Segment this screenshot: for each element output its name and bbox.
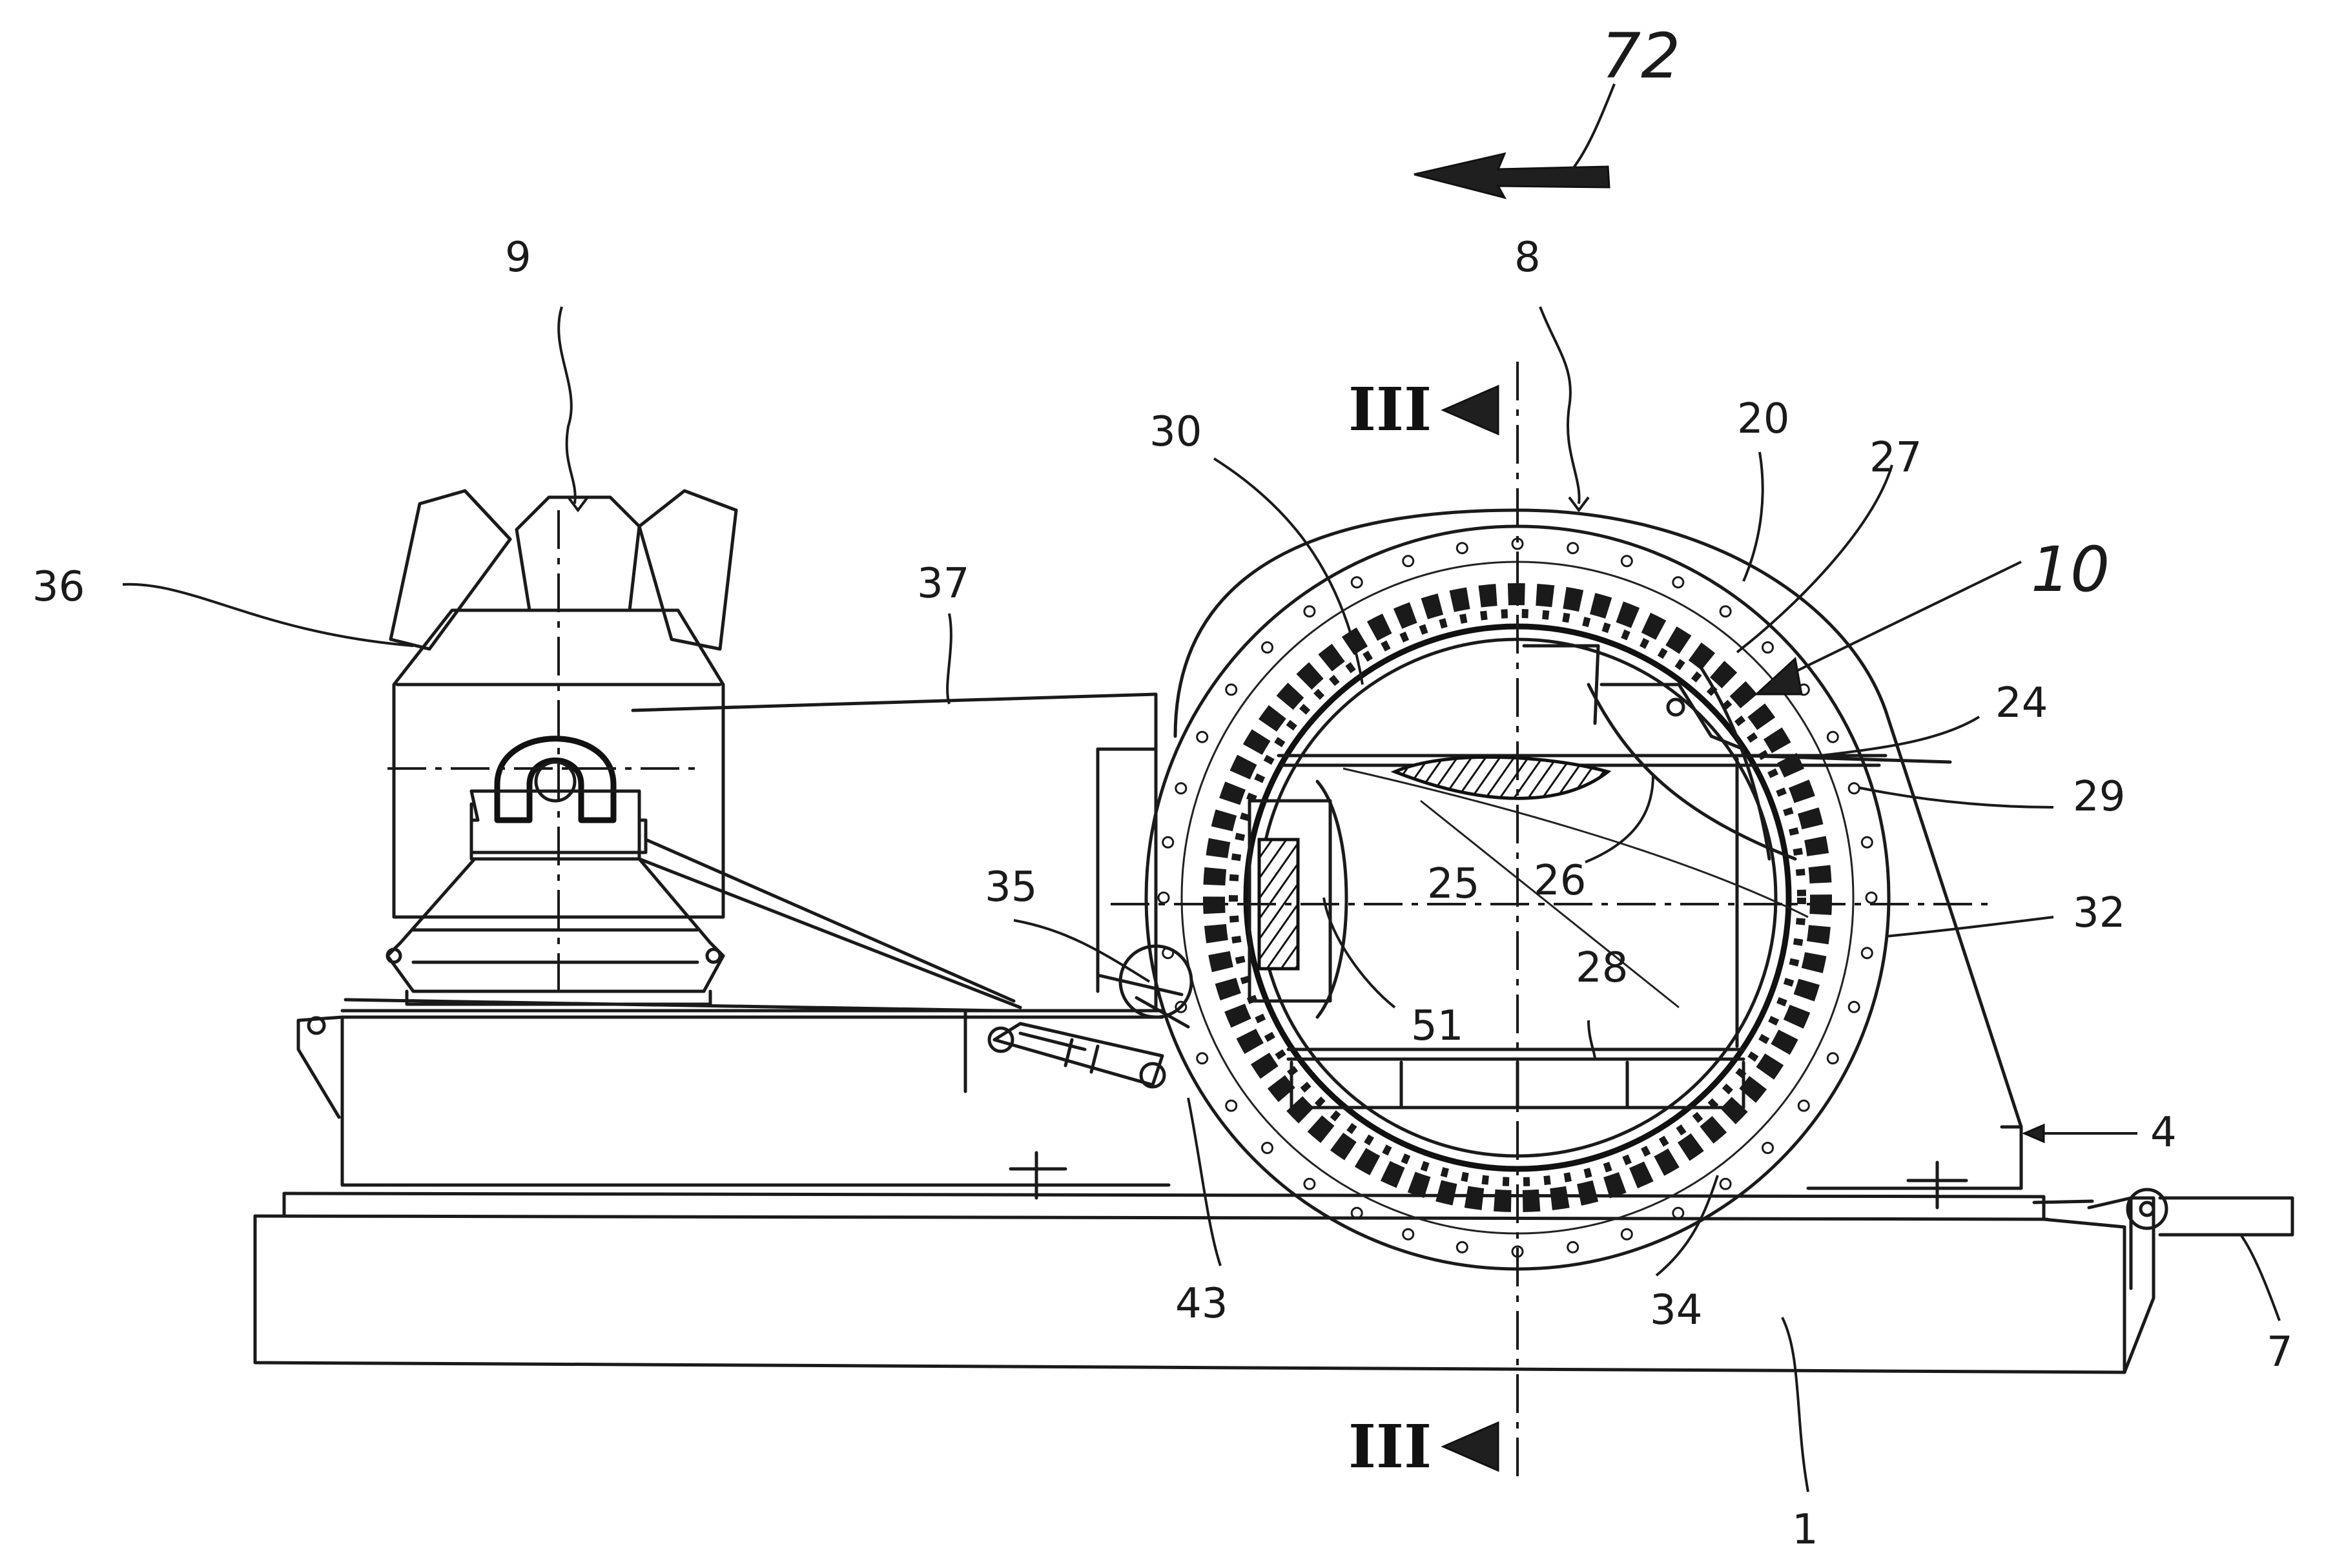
- bolt-hole: [1673, 1208, 1683, 1218]
- label-35: 35: [985, 863, 1037, 911]
- bolt-hole: [1720, 606, 1731, 617]
- bolt-hole: [1176, 783, 1186, 794]
- bolt-hole: [1163, 837, 1173, 847]
- bolt-hole: [1457, 1242, 1467, 1252]
- bolt-hole: [1866, 892, 1877, 903]
- label-7: 7: [2267, 1328, 2293, 1376]
- bolt-hole: [1827, 1053, 1838, 1064]
- travel-direction-arrow: [1414, 84, 1614, 198]
- bolt-hole: [1226, 1100, 1237, 1111]
- label-4: 4: [2150, 1109, 2177, 1157]
- label-20: 20: [1737, 395, 1789, 443]
- label-1: 1: [1792, 1506, 1818, 1554]
- bolt-hole: [1763, 1143, 1773, 1153]
- bolt-hole: [1673, 577, 1683, 588]
- bolt-hole: [1621, 1229, 1632, 1239]
- label-72: 72: [1601, 20, 1680, 92]
- bolt-hole: [1262, 643, 1273, 653]
- section-marker-top: III: [1348, 375, 1498, 444]
- label-43: 43: [1175, 1280, 1228, 1328]
- bolt-hole: [1158, 892, 1169, 903]
- bolt-hole: [1862, 948, 1872, 958]
- label-32: 32: [2073, 889, 2125, 937]
- bolt-hole: [1403, 556, 1414, 566]
- bolt-hole: [1763, 643, 1773, 653]
- bolt-hole: [1798, 1100, 1809, 1111]
- label-9: 9: [505, 234, 531, 282]
- bolt-hole: [1262, 1143, 1273, 1153]
- bolt-hole: [1403, 1229, 1414, 1239]
- label-8: 8: [1514, 234, 1541, 282]
- base-frame: [255, 1190, 2292, 1372]
- label-27: 27: [1869, 434, 1922, 482]
- bolt-hole: [1849, 783, 1859, 794]
- label-36: 36: [32, 563, 85, 611]
- drive-unit: [387, 491, 736, 1004]
- label-28: 28: [1576, 944, 1628, 992]
- label-34: 34: [1650, 1286, 1702, 1334]
- section-label-bottom: III: [1348, 1412, 1432, 1481]
- bolt-hole: [1304, 606, 1315, 617]
- bolt-hole: [1621, 556, 1632, 566]
- bolt-hole: [1720, 1179, 1731, 1189]
- label-26: 26: [1534, 857, 1586, 905]
- bolt-hole: [1352, 577, 1362, 588]
- label-25: 25: [1427, 860, 1479, 908]
- bolt-hole: [1197, 1053, 1208, 1064]
- label-37: 37: [917, 560, 969, 608]
- bolt-hole: [1849, 1002, 1859, 1012]
- section-marker-bottom: III: [1348, 1412, 1498, 1481]
- label-30: 30: [1149, 408, 1202, 456]
- label-24: 24: [1995, 679, 2048, 727]
- bolt-hole: [1827, 732, 1838, 742]
- label-10: 10: [2031, 533, 2110, 606]
- bolt-hole: [1457, 543, 1467, 553]
- bolt-hole: [1862, 837, 1872, 847]
- bolt-hole: [1568, 543, 1578, 553]
- bolt-hole: [1197, 732, 1208, 742]
- bolt-hole: [1304, 1179, 1315, 1189]
- label-51: 51: [1411, 1002, 1463, 1050]
- bolt-hole: [1568, 1242, 1578, 1252]
- bolt-hole: [1226, 685, 1237, 695]
- hydraulic-cylinder: [989, 1024, 1164, 1087]
- label-29: 29: [2073, 773, 2125, 821]
- section-label-top: III: [1348, 375, 1432, 444]
